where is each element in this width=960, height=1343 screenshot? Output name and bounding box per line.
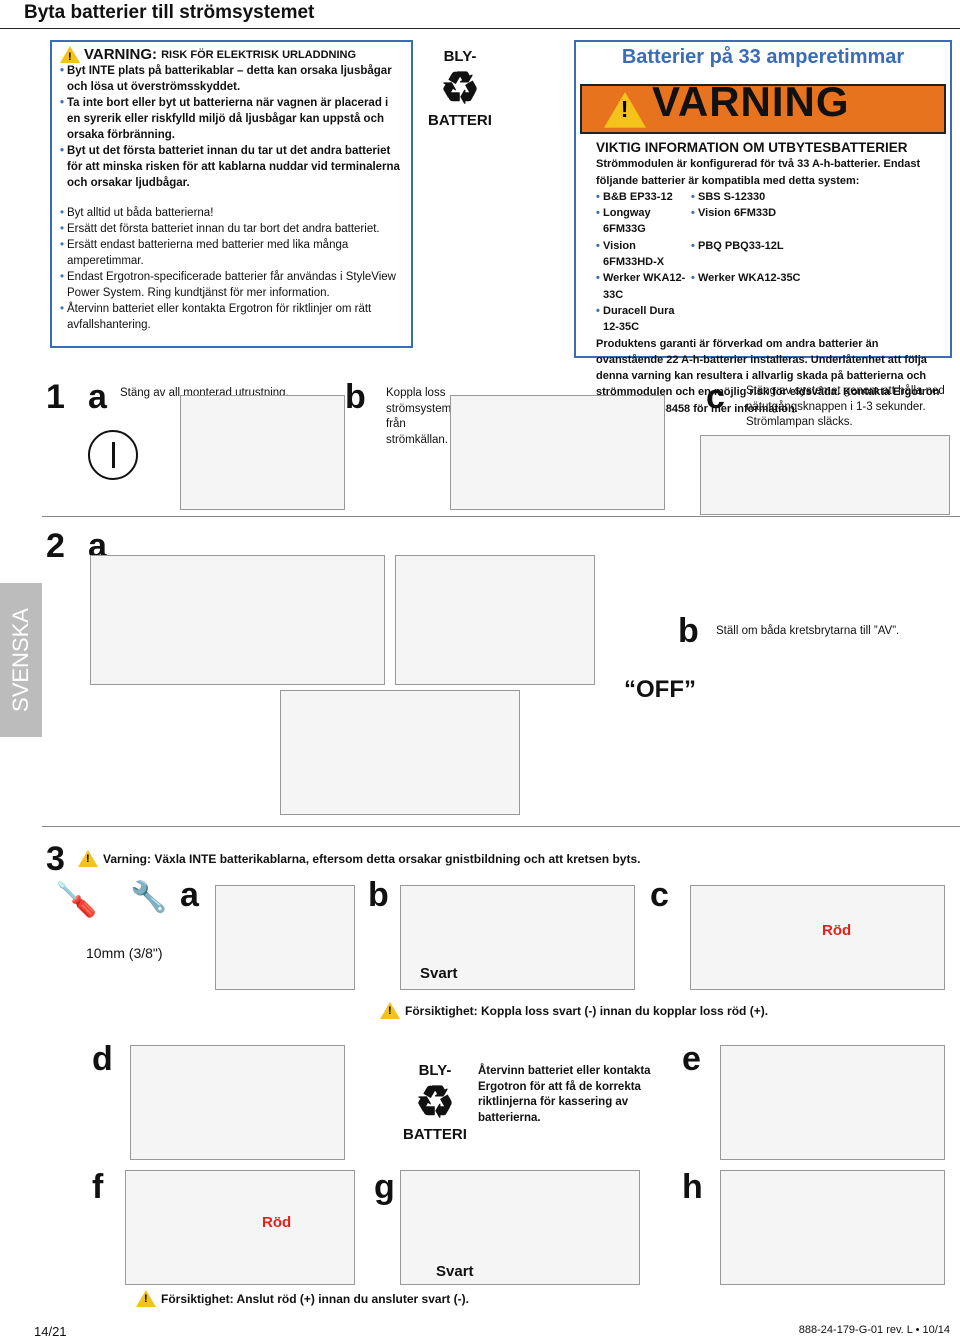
warning-triangle-icon	[60, 46, 80, 65]
battery-subheading: VIKTIG INFORMATION OM UTBYTESBATTERIER	[596, 140, 908, 155]
step-3b-illustration	[400, 885, 635, 990]
warning-bullet: Ersätt det första batteriet innan du tar…	[60, 221, 403, 237]
warning-triangle-icon	[78, 850, 98, 867]
battery-model: Duracell Dura 12-35C	[596, 303, 691, 336]
title-divider	[0, 28, 960, 29]
black-cable-label: Svart	[436, 1263, 474, 1280]
section-divider	[42, 826, 960, 827]
caution-connect: Försiktighet: Anslut röd (+) innan du an…	[136, 1290, 469, 1307]
warning-triangle-icon	[136, 1290, 156, 1307]
step-1c-text: Stäng av systemet genom att hålla ned nä…	[746, 385, 945, 428]
caution-disconnect-text: Försiktighet: Koppla loss svart (-) inna…	[405, 1003, 769, 1018]
step-3g-illustration	[400, 1170, 640, 1285]
step-1b-letter: b	[345, 378, 366, 416]
step-2a-illustration-1	[90, 555, 385, 685]
battery-model: SBS S-12330	[691, 189, 841, 206]
step-1-number: 1	[46, 378, 65, 416]
wrench-icon: 🔧	[130, 881, 168, 914]
step-2b-illustration	[580, 670, 950, 820]
warning-bullet: Återvinn batteriet eller kontakta Ergotr…	[60, 301, 403, 333]
recycle-icon: ♻	[415, 1078, 455, 1127]
warning-heading-label: VARNING:	[84, 45, 158, 63]
step-3d-letter: d	[92, 1040, 113, 1078]
step-3e-illustration	[720, 1045, 945, 1160]
step-1b-text: Koppla loss strömsystemet från strömkäll…	[386, 387, 461, 446]
step-3f-illustration	[125, 1170, 355, 1285]
step-3a-illustration	[215, 885, 355, 990]
step-1c-illustration	[700, 435, 950, 515]
tool-size-label: 10mm (3/8")	[86, 945, 163, 961]
step-1b-illustration	[450, 395, 665, 510]
page-number: 14/21	[34, 1324, 67, 1339]
warning-bullet: Endast Ergotron-specificerade batterier …	[60, 269, 403, 301]
battery-model: Werker WKA12-35C	[691, 270, 841, 303]
step-1c-letter: c	[706, 378, 725, 416]
caution-connect-text: Försiktighet: Anslut röd (+) innan du an…	[161, 1291, 469, 1306]
step-3b-letter: b	[368, 876, 389, 914]
step-1a-letter: a	[88, 378, 107, 416]
warning-bullet: Byt INTE plats på batterikablar – detta …	[60, 63, 403, 95]
language-side-tab-label: SVENSKA	[8, 608, 33, 712]
step-2b-letter: b	[678, 612, 699, 650]
off-label: “OFF”	[624, 676, 696, 703]
lead-battery-recycle-symbol: BLY- ♻ BATTERI	[400, 1062, 470, 1144]
warning-triangle-icon	[380, 1002, 400, 1019]
step-3h-letter: h	[682, 1168, 703, 1206]
varning-banner-text: VARNING	[652, 78, 850, 125]
recycle-label-bottom: BATTERI	[428, 112, 492, 129]
banner-warning-icon	[604, 92, 646, 128]
battery-box-title: Batterier på 33 amperetimmar	[621, 46, 905, 68]
battery-model: Werker WKA12-33C	[596, 270, 691, 303]
screwdriver-icon: 🪛	[55, 881, 98, 919]
step-3h-illustration	[720, 1170, 945, 1285]
warning-heading: VARNING: RISK FÖR ELEKTRISK URLADDNING	[60, 45, 403, 65]
step-3c-letter: c	[650, 876, 669, 914]
step-3-warning-text: Varning: Växla INTE batterikablarna, eft…	[103, 851, 641, 866]
step-3e-letter: e	[682, 1040, 701, 1078]
step-3a-letter: a	[180, 876, 199, 914]
step-2a-illustration-2	[395, 555, 595, 685]
warning-bullet: Ta inte bort eller byt ut batterierna nä…	[60, 95, 403, 143]
step-3-number: 3	[46, 840, 65, 878]
battery-intro: Strömmodulen är konfigurerad för två 33 …	[596, 158, 921, 187]
battery-model: B&B EP33-12	[596, 189, 691, 206]
red-cable-label: Röd	[822, 922, 852, 939]
page-title: Byta batterier till strömsystemet	[24, 2, 315, 23]
recycle-instruction: Återvinn batteriet eller kontakta Ergotr…	[478, 1065, 651, 1124]
electric-warning-box: VARNING: RISK FÖR ELEKTRISK URLADDNING B…	[50, 40, 413, 348]
warning-bullet: Ersätt endast batterierna med batterier …	[60, 237, 403, 269]
step-1a-illustration	[180, 395, 345, 510]
step-3g-letter: g	[374, 1168, 395, 1206]
step-3d-illustration	[130, 1045, 345, 1160]
step-2b-text: Ställ om båda kretsbrytarna till ”AV”.	[716, 625, 900, 637]
black-cable-label: Svart	[420, 965, 458, 982]
section-divider	[42, 516, 960, 517]
battery-model: Vision 6FM33D	[691, 205, 841, 238]
recycle-icon: ♻	[440, 64, 480, 113]
red-cable-label: Röd	[262, 1214, 292, 1231]
step-3c-illustration	[690, 885, 945, 990]
battery-model: PBQ PBQ33-12L	[691, 238, 841, 271]
document-number: 888-24-179-G-01 rev. L • 10/14	[798, 1324, 950, 1336]
power-button-icon	[88, 430, 138, 480]
battery-info-text: VIKTIG INFORMATION OM UTBYTESBATTERIER S…	[596, 140, 941, 417]
recycle-label-bottom: BATTERI	[403, 1126, 467, 1143]
lead-battery-recycle-symbol: BLY- ♻ BATTERI	[425, 48, 495, 130]
battery-model: Vision 6FM33HD-X	[596, 238, 691, 271]
recycle-label-top: BLY-	[443, 48, 477, 65]
warning-heading-sub: RISK FÖR ELEKTRISK URLADDNING	[161, 48, 357, 61]
language-side-tab: SVENSKA	[0, 583, 42, 737]
step-2a-illustration-3	[280, 690, 520, 815]
warning-bullet: Byt ut det första batteriet innan du tar…	[60, 143, 403, 191]
recycle-label-top: BLY-	[418, 1062, 452, 1079]
warning-bullet: Byt alltid ut båda batterierna!	[60, 205, 403, 221]
caution-disconnect: Försiktighet: Koppla loss svart (-) inna…	[380, 1002, 768, 1019]
battery-model: Longway 6FM33G	[596, 205, 691, 238]
step-2-number: 2	[46, 527, 65, 565]
step-3-warning: Varning: Växla INTE batterikablarna, eft…	[78, 850, 640, 867]
battery-info-box: Batterier på 33 amperetimmar VARNING VIK…	[574, 40, 952, 415]
battery-model-list: B&B EP33-12 SBS S-12330 Longway 6FM33G V…	[596, 189, 941, 336]
step-3f-letter: f	[92, 1168, 104, 1206]
